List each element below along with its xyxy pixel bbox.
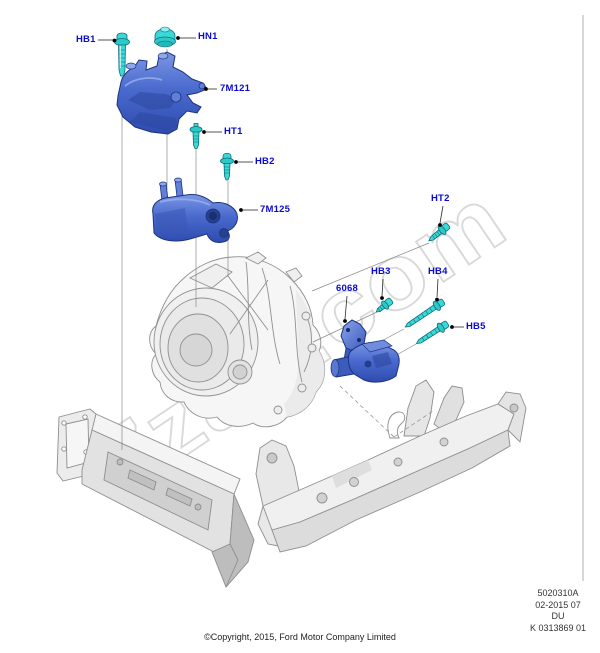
fastener-hb2[interactable] [220,152,234,181]
drawing-plate: 5020310A 02-2015 07 DU K 0313869 01 [503,588,600,634]
frame-rail-drawing [56,408,255,588]
callout-ht2[interactable]: HT2 [431,193,450,204]
plate-region: DU [551,611,565,621]
fastener-hb5[interactable] [414,319,451,348]
fastener-hb4[interactable] [402,297,446,331]
callout-hb4[interactable]: HB4 [428,266,448,277]
fastener-ht1[interactable] [189,123,203,149]
plate-date: 02-2015 07 [535,599,581,610]
fastener-hn1[interactable] [154,26,176,48]
callout-7m125[interactable]: 7M125 [260,204,291,215]
fastener-ht2[interactable] [426,221,452,245]
callout-hb3[interactable]: HB3 [371,266,391,277]
callout-hb1[interactable]: HB1 [76,34,96,45]
fastener-hb3[interactable] [373,296,394,315]
part-7m125-drawing[interactable] [152,177,238,243]
plate-ref: K 0313869 01 [529,622,587,633]
callout-hb2[interactable]: HB2 [255,156,275,167]
part-7m121-drawing[interactable] [116,51,208,135]
callout-leader-lines [98,36,464,329]
plate-code: 5020310A [537,588,579,598]
callout-hb5[interactable]: HB5 [466,321,486,332]
part-6068-drawing[interactable] [330,319,400,383]
callout-hn1[interactable]: HN1 [198,31,218,42]
fastener-hb1[interactable] [114,32,130,77]
callout-ht1[interactable]: HT1 [224,126,243,137]
subframe-drawing [255,379,527,553]
copyright-notice: ©Copyright, 2015, Ford Motor Company Lim… [204,632,396,642]
transmission-drawing [149,251,326,428]
callout-6068[interactable]: 6068 [336,283,358,294]
callout-7m121[interactable]: 7M121 [220,83,251,94]
